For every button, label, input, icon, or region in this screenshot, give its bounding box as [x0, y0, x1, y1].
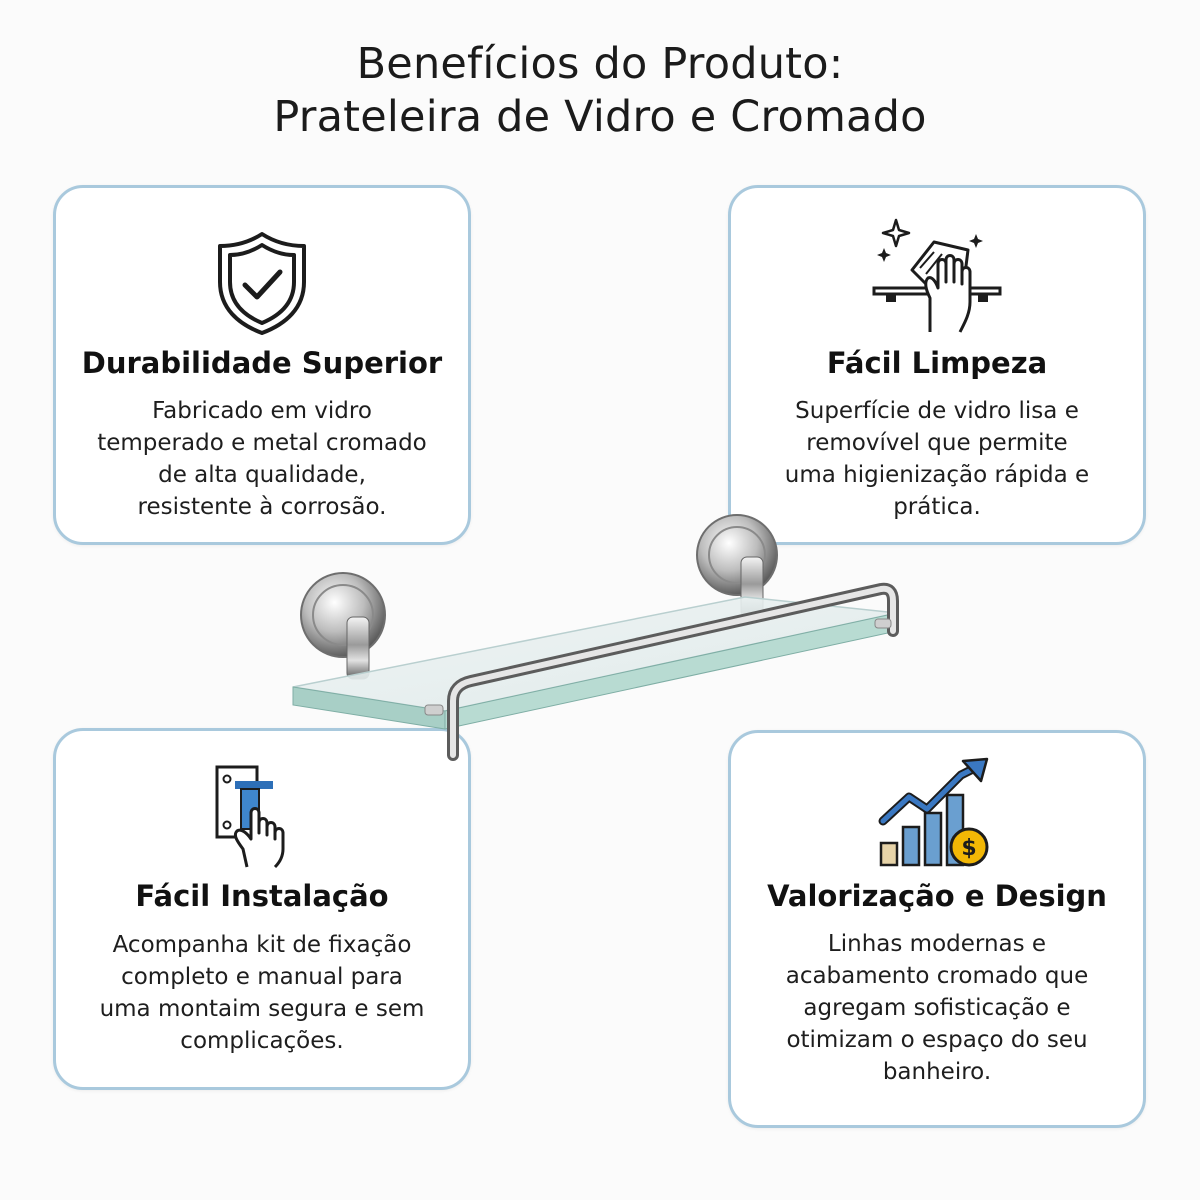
- card-text-line: temperado e metal cromado: [97, 430, 427, 456]
- card-heading: Fácil Instalação: [135, 879, 389, 913]
- benefit-card-durability: Durabilidade Superior Fabricado em vidro…: [53, 185, 471, 545]
- cleaning-sparkle-icon: [872, 216, 1002, 334]
- card-text-line: resistente à corrosão.: [137, 494, 387, 520]
- wall-mount-install-icon: [207, 761, 317, 871]
- card-text-line: agregam sofisticação e: [803, 995, 1071, 1021]
- card-text-line: uma montaim segura e sem: [99, 996, 425, 1022]
- svg-text:$: $: [961, 836, 976, 861]
- card-description: Acompanha kit de fixação completo e manu…: [66, 929, 458, 1057]
- card-heading: Durabilidade Superior: [81, 346, 443, 380]
- title-line-1: Benefícios do Produto:: [356, 39, 844, 89]
- benefit-card-design: $ Valorização e Design Linhas modernas e…: [728, 730, 1146, 1128]
- card-text-line: Linhas modernas e: [827, 931, 1047, 957]
- card-text-line: acabamento cromado que: [785, 963, 1089, 989]
- card-description: Fabricado em vidro temperado e metal cro…: [66, 395, 458, 523]
- card-text-line: Fabricado em vidro: [152, 398, 372, 424]
- card-heading: Fácil Limpeza: [826, 346, 1048, 380]
- title-line-2: Prateleira de Vidro e Cromado: [273, 92, 927, 142]
- page-title: Benefícios do Produto: Prateleira de Vid…: [0, 38, 1200, 144]
- benefit-card-cleaning: Fácil Limpeza Superfície de vidro lisa e…: [728, 185, 1146, 545]
- growth-chart-dollar-icon: $: [877, 757, 997, 869]
- card-text-line: Superfície de vidro lisa e: [795, 398, 1079, 424]
- card-text-line: completo e manual para: [121, 964, 403, 990]
- card-text-line: de alta qualidade,: [158, 462, 366, 488]
- benefit-card-installation: Fácil Instalação Acompanha kit de fixaçã…: [53, 728, 471, 1090]
- card-text-line: prática.: [893, 494, 981, 520]
- card-description: Superfície de vidro lisa e removível que…: [741, 395, 1133, 523]
- card-text-line: banheiro.: [882, 1059, 992, 1085]
- card-description: Linhas modernas e acabamento cromado que…: [741, 928, 1133, 1088]
- product-glass-shelf-image: [285, 505, 915, 785]
- card-text-line: complicações.: [180, 1028, 344, 1054]
- card-text-line: Acompanha kit de fixação: [112, 932, 412, 958]
- card-heading: Valorização e Design: [767, 879, 1107, 913]
- shield-check-icon: [212, 230, 312, 336]
- card-text-line: uma higienização rápida e: [784, 462, 1090, 488]
- card-text-line: otimizam o espaço do seu: [786, 1027, 1088, 1053]
- card-text-line: removível que permite: [806, 430, 1068, 456]
